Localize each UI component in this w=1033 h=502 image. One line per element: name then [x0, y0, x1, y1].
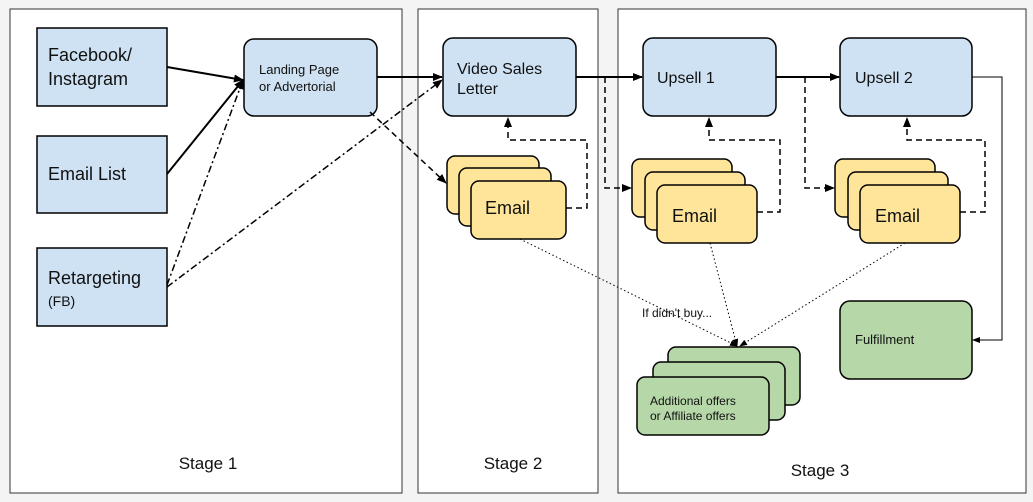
email-stack-upsell-1: Email [631, 158, 758, 244]
landing-label-1: Landing Page [259, 62, 339, 77]
retargeting-sub-label: (FB) [48, 293, 75, 309]
facebook-label-2: Instagram [48, 69, 128, 89]
email-list-node: Email List [36, 135, 168, 214]
email-upsell-2-label: Email [875, 206, 920, 226]
upsell-2-label: Upsell 2 [855, 70, 913, 87]
fulfillment-node: Fulfillment [839, 300, 973, 380]
solid-connectors [166, 66, 840, 175]
fulfillment-label: Fulfillment [855, 332, 915, 347]
vsl-node: Video Sales Letter [442, 37, 577, 117]
email-stack-stage-2: Email [446, 155, 567, 240]
dotted-connectors [519, 238, 906, 347]
email-stage-2-label: Email [485, 198, 530, 218]
landing-label-2: or Advertorial [259, 79, 336, 94]
vsl-label-1: Video Sales [457, 61, 542, 78]
upsell-1-node: Upsell 1 [642, 37, 777, 117]
landing-page-node: Landing Page or Advertorial [243, 38, 378, 117]
upsell-2-node: Upsell 2 [839, 37, 973, 117]
additional-offers-stack: Additional offers or Affiliate offers [636, 346, 801, 436]
fulfillment-connector [972, 76, 1003, 343]
stage-1-label: Stage 1 [179, 454, 238, 473]
stage-3-label: Stage 3 [791, 461, 850, 480]
stage-2-label: Stage 2 [484, 454, 543, 473]
facebook-label-1: Facebook/ [48, 45, 132, 65]
additional-label-1: Additional offers [650, 394, 736, 408]
retargeting-node: Retargeting (FB) [36, 247, 168, 327]
dashed-connectors [369, 77, 986, 213]
retargeting-label: Retargeting [48, 268, 141, 288]
retargeting-connectors [166, 79, 443, 288]
facebook-instagram-node: Facebook/ Instagram [36, 27, 168, 107]
upsell-1-label: Upsell 1 [657, 70, 715, 87]
email-stack-upsell-2: Email [834, 158, 961, 244]
email-upsell-1-label: Email [672, 206, 717, 226]
vsl-label-2: Letter [457, 81, 499, 98]
didnt-buy-label: If didn't buy... [642, 306, 712, 320]
email-list-label: Email List [48, 164, 126, 184]
additional-label-2: or Affiliate offers [650, 409, 736, 423]
